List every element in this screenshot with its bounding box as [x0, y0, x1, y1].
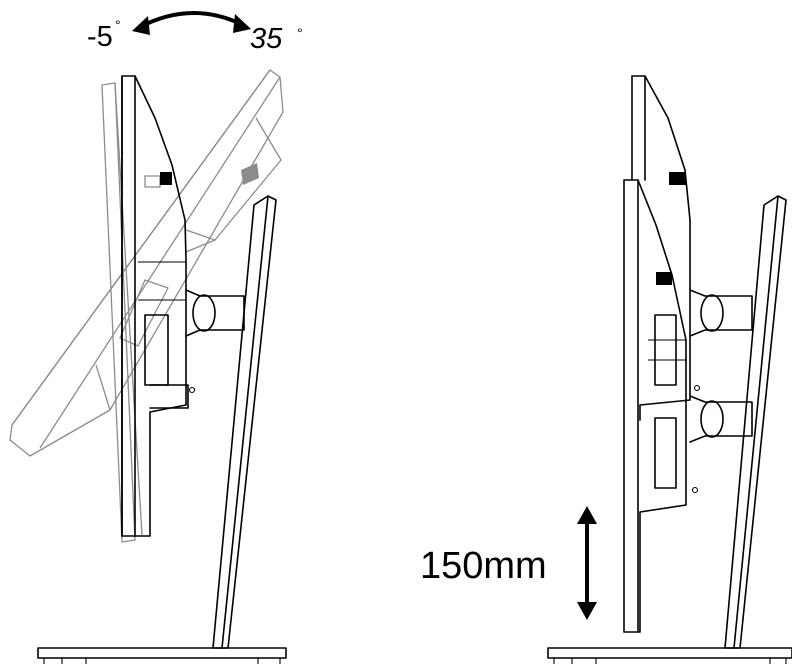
tilt-max-value: 35 [250, 23, 283, 55]
stand-hinge [144, 289, 245, 409]
stand-base-left [37, 647, 287, 664]
tilt-range-arrow [139, 11, 244, 29]
ghost-panel-35deg [9, 69, 284, 457]
stand-base-right [547, 647, 792, 664]
panel-raised [631, 75, 691, 421]
stand-hinge-lower [654, 395, 753, 494]
tilt-arrow-left-head [132, 16, 150, 35]
stand-column-left [212, 195, 277, 649]
monitor-height-view: 150mm [420, 75, 792, 664]
tilt-min-value: -5 [87, 21, 113, 53]
stand-hinge-upper [654, 289, 753, 392]
tilt-min-degree: ° [115, 17, 121, 33]
height-adjust-arrow [577, 506, 597, 620]
tilt-arrow-right-head [233, 14, 251, 33]
monitor-tilt-view [9, 69, 287, 664]
tilt-max-degree: ° [297, 25, 303, 41]
stand-column-right [724, 195, 787, 649]
panel-lowered [623, 179, 687, 633]
height-adjust-label: 150mm [420, 545, 547, 587]
panel-upright [121, 75, 187, 537]
ghost-panel-minus5deg [101, 82, 161, 543]
